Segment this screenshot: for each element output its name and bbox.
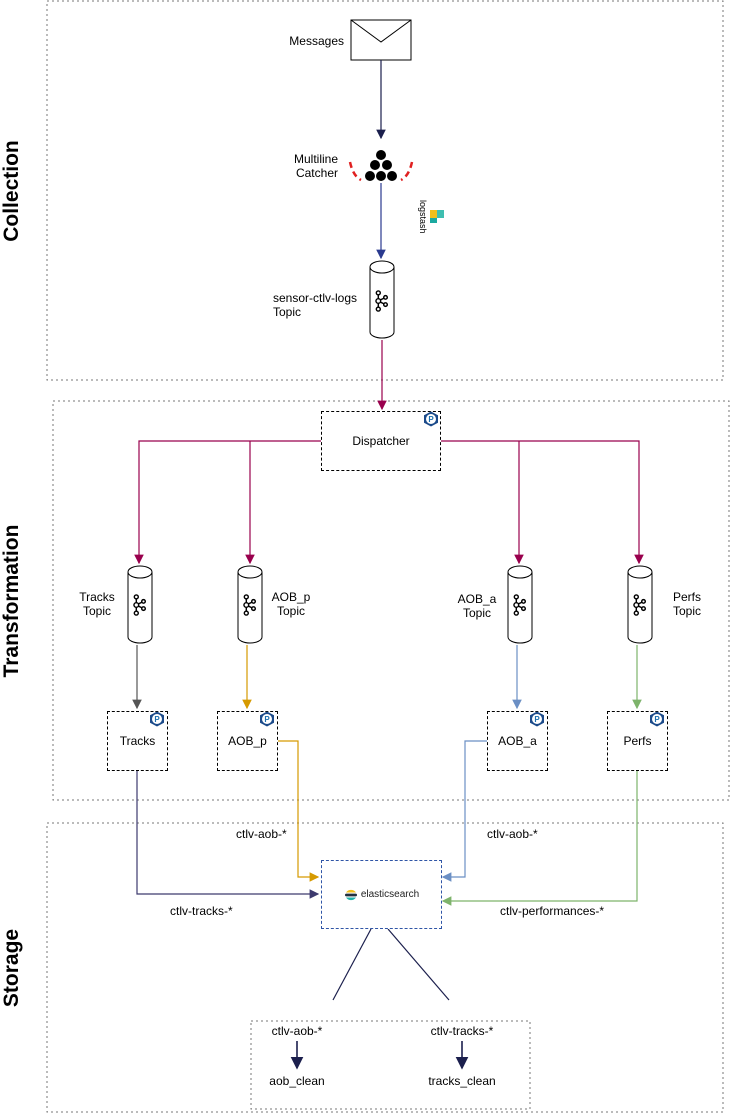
branch-left-line [332,928,372,1001]
dispatcher-fanout [134,440,644,565]
logstash-label: logstash [418,200,428,234]
aob-a-to-es-line [441,740,487,882]
collection-region [46,0,724,381]
multiline-catcher-icon [348,150,414,182]
perfs-to-es-line [441,770,638,906]
pulsar-icon: P [424,411,438,427]
transformation-region [52,400,730,801]
aob-a-processor-box[interactable]: AOB_a [487,711,548,771]
elasticsearch-box[interactable]: elasticsearch [321,860,442,929]
aob-p-to-es-line [277,740,320,882]
tracks-topic-cylinder [127,565,153,644]
index-label-tracks: ctlv-tracks-* [170,904,233,918]
outputs-region [250,1020,531,1110]
index-label-performances: ctlv-performances-* [500,904,605,918]
dispatcher-box[interactable]: Dispatcher [321,411,441,471]
messages-label: Messages [289,34,344,48]
aob-a-processor-label: AOB_a [498,734,537,748]
svg-text:P: P [264,715,270,724]
logstash-icon [430,210,444,223]
perfs-topic-label: Perfs Topic [672,590,701,618]
storage-region [46,822,724,1113]
index-label-aob-left: ctlv-aob-* [236,827,287,841]
branch-right-line [387,928,450,1001]
tracks-to-es-line [136,770,320,899]
svg-text:P: P [154,715,160,724]
elasticsearch-icon [344,889,357,900]
output-right-target: tracks_clean [428,1074,496,1088]
section-title-transformation: Transformation [0,524,23,678]
aob-a-topic-label: AOB_a Topic [457,592,497,620]
sensor-topic-label: sensor-ctlv-logs Topic [273,291,358,319]
output-left-target: aob_clean [269,1074,325,1088]
tracks-processor-label: Tracks [119,734,156,748]
pulsar-icon: P [260,711,274,727]
envelope-icon [350,19,412,61]
output-right-source: ctlv-tracks-* [430,1024,494,1038]
perfs-topic-cylinder [627,565,653,644]
svg-text:P: P [654,715,660,724]
aob-p-topic-cylinder [237,565,263,644]
output-left-source: ctlv-aob-* [271,1024,323,1038]
elasticsearch-label: elasticsearch [360,889,420,900]
aob-a-topic-cylinder [507,565,533,644]
dispatcher-label: Dispatcher [352,434,410,448]
tracks-topic-label: Tracks Topic [79,590,115,618]
index-label-aob-right: ctlv-aob-* [487,827,538,841]
multiline-catcher-label: Multiline Catcher [293,152,338,180]
section-title-collection: Collection [0,140,23,242]
pulsar-icon: P [150,711,164,727]
svg-text:P: P [428,415,434,424]
pulsar-icon: P [530,711,544,727]
section-title-storage: Storage [0,928,23,1008]
pulsar-icon: P [650,711,664,727]
aob-p-processor-label: AOB_p [228,734,267,748]
svg-text:P: P [534,715,540,724]
aob-p-topic-label: AOB_p Topic [271,590,311,618]
perfs-processor-label: Perfs [623,734,652,748]
